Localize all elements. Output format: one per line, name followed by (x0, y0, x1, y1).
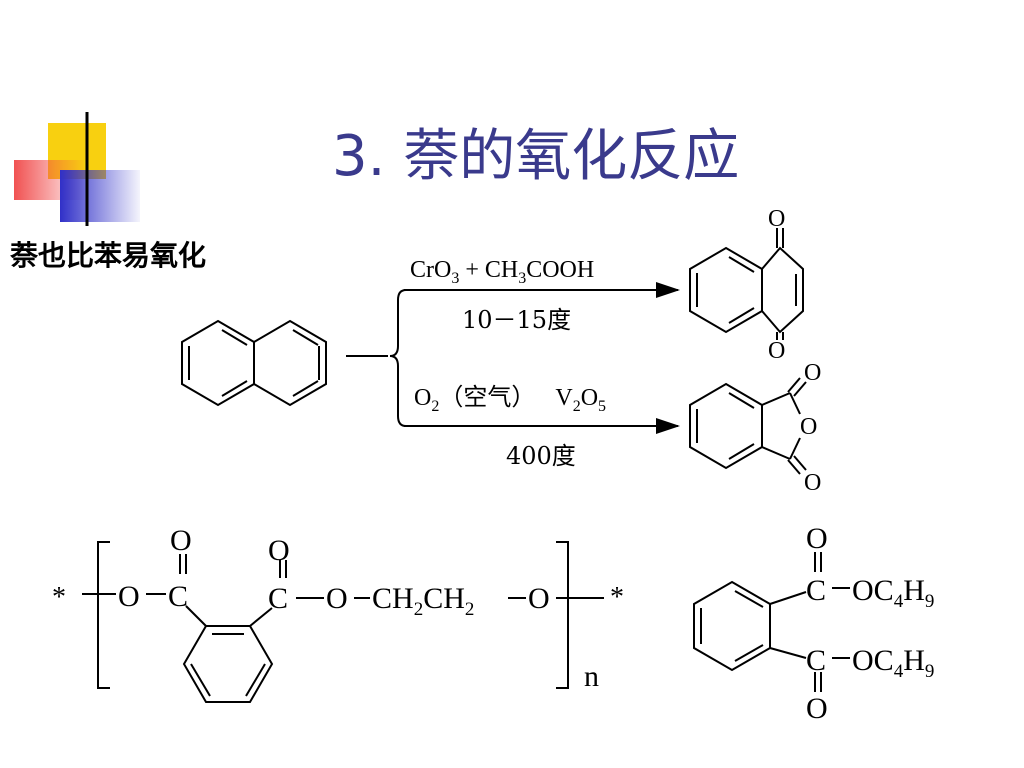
reagent-2: O2（空气）V2O5 (414, 383, 606, 415)
condition-1: 10－15度 (462, 306, 571, 334)
dbp-o-top: O (806, 522, 828, 555)
deco-blue-square (60, 170, 140, 222)
polymer-c-2: C (268, 582, 288, 615)
pet-polymer-structure (82, 541, 604, 703)
dbp-c-bottom: C (806, 644, 826, 677)
phthalic-anhydride-structure (689, 377, 807, 475)
naphthalene-structure (181, 319, 327, 407)
atom-o-anhydride-top: O (804, 360, 821, 386)
atom-o-anhydride-ring: O (800, 414, 817, 440)
polymer-o-1: O (118, 580, 140, 613)
polymer-o-3: O (528, 582, 550, 615)
dbp-oc4h9-top: OC4H9 (852, 574, 934, 612)
dbp-oc4h9-bottom: OC4H9 (852, 644, 934, 682)
slide-title: 3. 萘的氧化反应 (332, 124, 740, 189)
polymer-o-2: O (326, 582, 348, 615)
polymer-n: n (584, 660, 599, 693)
atom-o-quinone-top: O (768, 206, 785, 232)
branch-bracket (346, 289, 407, 427)
dibutyl-phthalate-structure (693, 552, 850, 692)
atom-o-quinone-bottom: O (768, 338, 785, 364)
polymer-ch2ch2: CH2CH2 (372, 582, 474, 620)
naphthoquinone-structure (689, 228, 804, 340)
atom-o-anhydride-bottom: O (804, 470, 821, 496)
reagent-1: CrO3 + CH3COOH (410, 257, 594, 287)
polymer-o-carbonyl-1: O (170, 524, 192, 557)
dbp-o-bottom: O (806, 692, 828, 725)
polymer-o-carbonyl-2: O (268, 534, 290, 567)
slide-subtitle: 萘也比苯易氧化 (10, 239, 207, 272)
polymer-star-right: * (610, 582, 624, 613)
condition-2: 400度 (506, 442, 576, 470)
polymer-star-left: * (52, 582, 66, 613)
polymer-c-1: C (168, 580, 188, 613)
dbp-c-top: C (806, 574, 826, 607)
